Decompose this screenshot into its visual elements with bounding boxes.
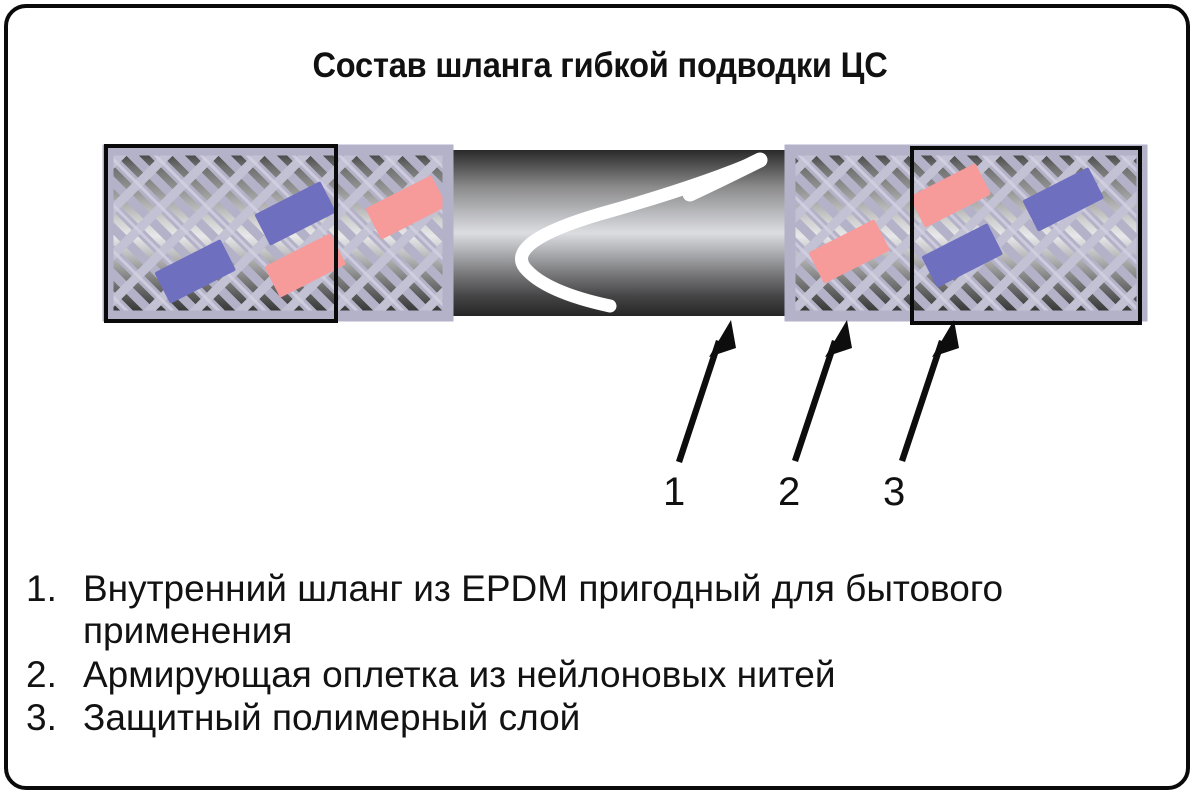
legend-text: Внутренний шланг из EPDM пригодный для б…	[83, 568, 1004, 651]
legend-list: 1. Внутренний шланг из EPDM пригодный дл…	[26, 568, 1186, 741]
inner-hose-section	[447, 150, 792, 316]
callout-arrow-1	[676, 320, 736, 463]
legend-item: 2. Армирующая оплетка из нейлоновых ните…	[26, 654, 1186, 696]
legend-item: 1. Внутренний шланг из EPDM пригодный дл…	[26, 568, 1186, 652]
callout-number-1: 1	[663, 470, 686, 514]
legend-marker: 3.	[26, 697, 57, 739]
legend-text: Армирующая оплетка из нейлоновых нитей	[83, 653, 836, 695]
callout-number-2: 2	[778, 470, 801, 514]
accent-strands-left	[155, 175, 447, 304]
bracket-left-layer	[104, 144, 338, 323]
accent-strands-right	[809, 163, 1104, 288]
bracket-right-layer	[910, 146, 1142, 325]
card-border	[4, 4, 1190, 790]
legend-marker: 1.	[26, 568, 57, 609]
legend-text: Защитный полимерный слой	[83, 697, 581, 739]
legend-item: 3. Защитный полимерный слой	[26, 697, 1186, 739]
callout-arrow-3	[899, 320, 959, 462]
legend-marker: 2.	[26, 653, 57, 695]
right-braid-section	[784, 144, 1148, 322]
page-title: Состав шланга гибкой подводки ЦС	[312, 46, 888, 85]
callout-arrow-2	[792, 320, 852, 462]
left-braid-section	[102, 144, 454, 322]
callout-number-3: 3	[883, 470, 906, 514]
